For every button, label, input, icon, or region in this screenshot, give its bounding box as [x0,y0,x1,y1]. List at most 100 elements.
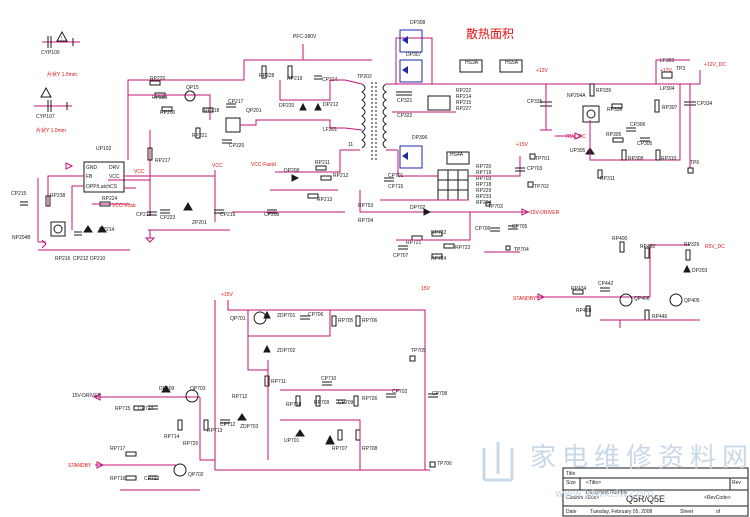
svg-text:RP219: RP219 [287,76,303,82]
svg-text:Title: Title [566,471,575,477]
rail-12v: +12V [536,68,548,74]
svg-text:CP219: CP219 [220,212,236,218]
zener-icon [263,310,271,319]
svg-text:RP213: RP213 [317,197,333,203]
svg-text:Sheet: Sheet [680,509,694,515]
svg-text:RP703: RP703 [476,176,492,182]
svg-text:RP212: RP212 [333,173,349,179]
svg-text:NP204A: NP204A [567,93,586,99]
svg-text:DRV: DRV [109,165,120,171]
svg-text:LP304: LP304 [660,86,675,92]
svg-text:Size: Size [566,480,576,486]
svg-text:RP329: RP329 [684,242,700,248]
svg-text:ZDP701: ZDP701 [277,313,296,319]
rail-r5v-dc-2: R5V_DC [705,244,725,250]
ic-ref: UP102 [96,146,112,152]
rail-15v-b: +15V [221,292,233,298]
svg-text:RP200: RP200 [160,110,176,116]
svg-text:RP719: RP719 [476,170,492,176]
svg-text:CP208: CP208 [264,212,280,218]
svg-text:CS: CS [110,184,118,190]
svg-text:QP201: QP201 [246,108,262,114]
svg-text:RP724: RP724 [431,256,447,262]
svg-text:HS4A: HS4A [450,152,464,158]
svg-text:<RevCode>: <RevCode> [704,495,731,501]
svg-text:QP15: QP15 [186,85,199,91]
svg-text:ZDP703: ZDP703 [240,424,259,430]
svg-text:CP709: CP709 [338,400,354,406]
svg-text:TP702: TP702 [534,184,549,190]
zener-icon [183,201,193,211]
svg-text:Date: Date [566,509,577,515]
svg-text:!: ! [61,36,62,42]
diode-icon [161,385,171,393]
svg-text:of: of [716,509,721,515]
svg-text:CP223: CP223 [160,215,176,221]
svg-text:RP717: RP717 [110,446,126,452]
lower-driver: +15V 15V QP701 ZDP701 CP706 RP705 RP706 … [68,286,452,491]
model-label: Q5R/Q5E [626,494,665,504]
svg-text:CP305: CP305 [637,141,653,147]
rail-standby-a: STANDBY [513,296,537,302]
svg-text:DP203: DP203 [692,268,708,274]
svg-text:CP705: CP705 [512,224,528,230]
transformer-tp202: TP202 11 [344,74,398,160]
svg-text:RP234: RP234 [476,200,492,206]
rail-vcc-2: VCC [212,163,223,169]
svg-text:DP308: DP308 [410,20,426,26]
svg-text:RP707: RP707 [332,446,348,452]
svg-text:RP221: RP221 [192,133,208,139]
svg-text:DP702: DP702 [410,205,426,211]
svg-text:RP723: RP723 [455,245,471,251]
svg-text:CP334: CP334 [697,101,713,107]
svg-text:ZP201: ZP201 [192,220,207,226]
svg-text:TP3: TP3 [676,66,685,72]
svg-text:CP220: CP220 [229,143,245,149]
svg-text:RP704: RP704 [358,218,374,224]
svg-text:TP706: TP706 [437,461,452,467]
svg-text:RP712: RP712 [232,394,248,400]
svg-text:RP228: RP228 [259,73,275,79]
svg-text:TP703: TP703 [488,204,503,210]
diode-icon [97,225,107,233]
svg-text:HS3A: HS3A [465,60,479,66]
svg-text:CP322: CP322 [397,113,413,119]
svg-text:TP6: TP6 [690,160,699,166]
rail-15v-driver-out: 15V-DRIVER [72,393,102,399]
svg-text:RP705: RP705 [338,318,354,324]
svg-text:RP217: RP217 [155,158,171,164]
svg-text:CP707: CP707 [393,253,409,259]
watermark-url: www.jdwxzlw.com [555,487,654,500]
svg-text:Document Number: Document Number [586,490,628,496]
svg-text:DP212: DP212 [323,102,339,108]
svg-text:RP720: RP720 [476,164,492,170]
cyp106-label: CYP106 [41,50,60,56]
svg-text:ZDP702: ZDP702 [277,348,296,354]
svg-text:TP202: TP202 [357,74,372,80]
ic-up102: UP102 GND DRV FB VCC OPP/Latch CS [47,146,150,230]
svg-text:RP233: RP233 [476,194,492,200]
zener-icon [263,344,271,353]
svg-text:CP712: CP712 [220,422,236,428]
svg-text:CP702: CP702 [392,389,408,395]
svg-text:Tuesday, February 05, 2008: Tuesday, February 05, 2008 [590,509,652,515]
svg-text:CP701: CP701 [388,173,404,179]
svg-text:CP321: CP321 [397,98,413,104]
svg-text:CP442: CP442 [598,281,614,287]
svg-text:RP708: RP708 [362,446,378,452]
svg-text:RP716: RP716 [110,476,126,482]
svg-text:Rev: Rev [732,480,741,486]
svg-text:RP713: RP713 [207,428,223,434]
svg-text:CP215: CP215 [11,191,27,197]
svg-text:RP428: RP428 [576,308,592,314]
watermark-logo-icon [482,442,514,482]
svg-text:RP709: RP709 [314,400,330,406]
rail-12v-dc: +12V_DC [704,62,726,68]
zener-icon [237,413,247,421]
svg-text:QP702: QP702 [188,472,204,478]
svg-text:DP220: DP220 [279,103,295,109]
svg-text:RP222: RP222 [456,88,472,94]
output-12v: +12V +12V +12V_DC LF303 TP3 LP304 CP335 … [527,58,726,182]
svg-text:11: 11 [348,142,353,148]
